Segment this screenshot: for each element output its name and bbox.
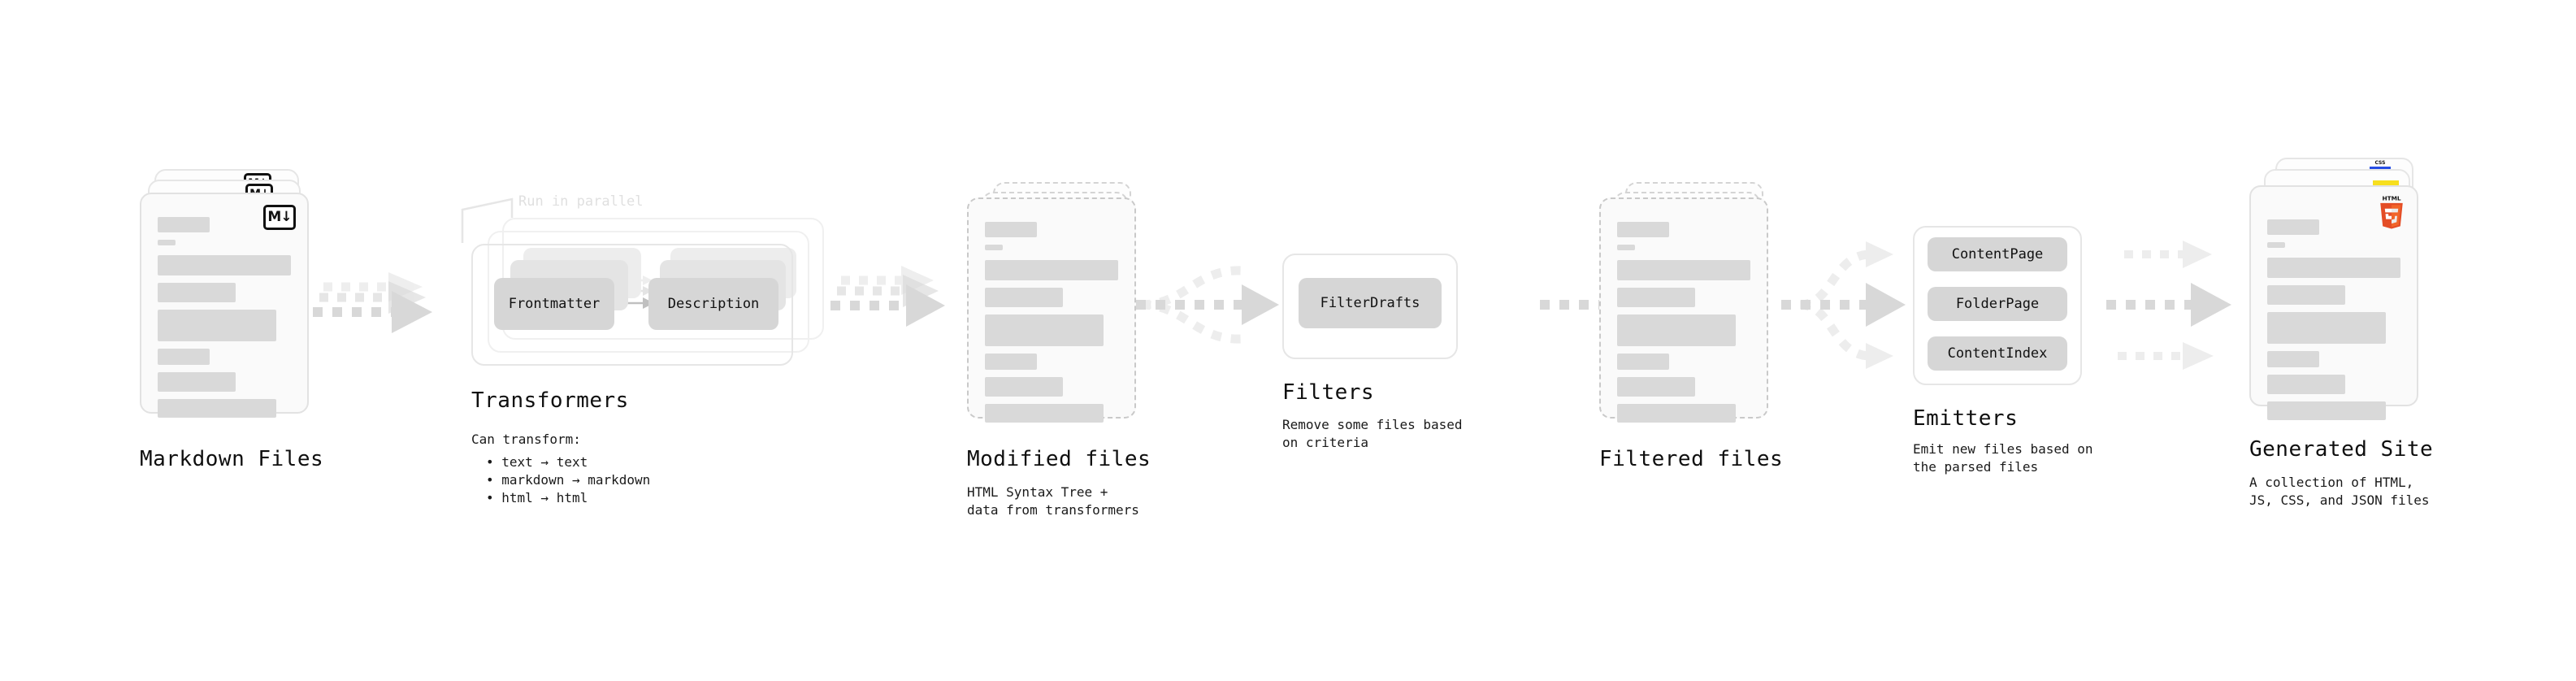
- markdown-content-bars: [158, 217, 291, 425]
- run-in-parallel-label: Run in parallel: [518, 193, 644, 210]
- content-bar: [1617, 288, 1695, 307]
- content-bar: [158, 283, 236, 302]
- content-bar: [2267, 242, 2285, 248]
- content-bar: [985, 314, 1104, 346]
- markdown-badge: M↓: [263, 205, 296, 230]
- content-bar: [2267, 258, 2400, 278]
- generated-site-title: Generated Site: [2249, 437, 2434, 462]
- content-bar: [985, 260, 1118, 280]
- pill-folderpage[interactable]: FolderPage: [1928, 287, 2067, 321]
- content-bar: [1617, 314, 1736, 346]
- content-bar: [158, 310, 276, 341]
- modified-file-card: [967, 197, 1136, 423]
- pill-filterdrafts[interactable]: FilterDrafts: [1299, 278, 1442, 328]
- arrow-markdown-to-transformers: [313, 272, 432, 333]
- content-bar: [985, 288, 1063, 307]
- modified-files-title: Modified files: [967, 447, 1151, 471]
- filtered-file-card: [1599, 197, 1768, 423]
- pill-contentindex[interactable]: ContentIndex: [1928, 336, 2067, 371]
- modified-files-desc: HTML Syntax Tree + data from transformer…: [967, 484, 1139, 518]
- transformers-group-box: [471, 244, 793, 366]
- filtered-files-title: Filtered files: [1599, 447, 1784, 471]
- content-bar: [2267, 401, 2386, 420]
- transformers-bullet-list: • text → text • markdown → markdown • ht…: [486, 453, 650, 507]
- content-bar: [158, 399, 276, 418]
- pill-description[interactable]: Description: [648, 278, 778, 330]
- content-bar: [2267, 285, 2345, 305]
- bullet-text-to-text: • text → text: [486, 454, 588, 470]
- arrow-emitters-to-site: [2106, 241, 2231, 370]
- generated-site-bars: [2267, 219, 2400, 427]
- svg-text:HTML: HTML: [2382, 194, 2400, 202]
- filters-title: Filters: [1282, 380, 1375, 405]
- bullet-markdown-to-markdown: • markdown → markdown: [486, 472, 651, 488]
- arrow-filtered-to-emitters: [1781, 241, 1906, 369]
- html5-icon: HTML: [2380, 194, 2403, 229]
- content-bar: [2267, 375, 2345, 394]
- emitters-title: Emitters: [1913, 406, 2019, 431]
- content-bar: [1617, 245, 1635, 250]
- css-badge-label: CSS: [2374, 160, 2386, 166]
- content-bar: [1617, 222, 1669, 237]
- content-bar: [985, 222, 1037, 237]
- content-bar: [985, 377, 1063, 397]
- content-bar: [158, 240, 176, 245]
- modified-content-bars: [985, 222, 1118, 430]
- filtered-content-bars: [1617, 222, 1750, 430]
- generated-site-desc: A collection of HTML, JS, CSS, and JSON …: [2249, 475, 2430, 508]
- emitters-desc: Emit new files based on the parsed files: [1913, 441, 2093, 475]
- generated-site-card: HTML: [2249, 185, 2418, 420]
- arrow-modified-to-filters: [1136, 266, 1279, 344]
- content-bar: [2267, 219, 2319, 235]
- content-bar: [158, 255, 291, 275]
- content-bar: [158, 349, 210, 365]
- transformers-desc: Can transform:: [471, 432, 581, 447]
- content-bar: [158, 217, 210, 232]
- transformer-ghost-box-1: [488, 231, 809, 353]
- content-bar: [1617, 377, 1695, 397]
- css-badge: CSS: [2369, 161, 2392, 169]
- content-bar: [985, 404, 1104, 423]
- filters-desc: Remove some files based on criteria: [1282, 417, 1463, 450]
- markdown-file-card: M↓: [140, 193, 309, 418]
- content-bar: [1617, 354, 1669, 370]
- content-bar: [2267, 351, 2319, 367]
- pill-contentpage[interactable]: ContentPage: [1928, 237, 2067, 271]
- content-bar: [2267, 312, 2386, 344]
- pill-frontmatter[interactable]: Frontmatter: [494, 278, 614, 330]
- content-bar: [1617, 260, 1750, 280]
- content-bar: [1617, 404, 1736, 423]
- transformers-title: Transformers: [471, 388, 629, 413]
- content-bar: [985, 245, 1003, 250]
- css-badge-underline: [2370, 167, 2391, 169]
- bullet-html-to-html: • html → html: [486, 490, 588, 505]
- content-bar: [158, 372, 236, 392]
- content-bar: [985, 354, 1037, 370]
- markdown-files-title: Markdown Files: [140, 447, 324, 471]
- arrow-transformers-to-modified: [830, 266, 945, 327]
